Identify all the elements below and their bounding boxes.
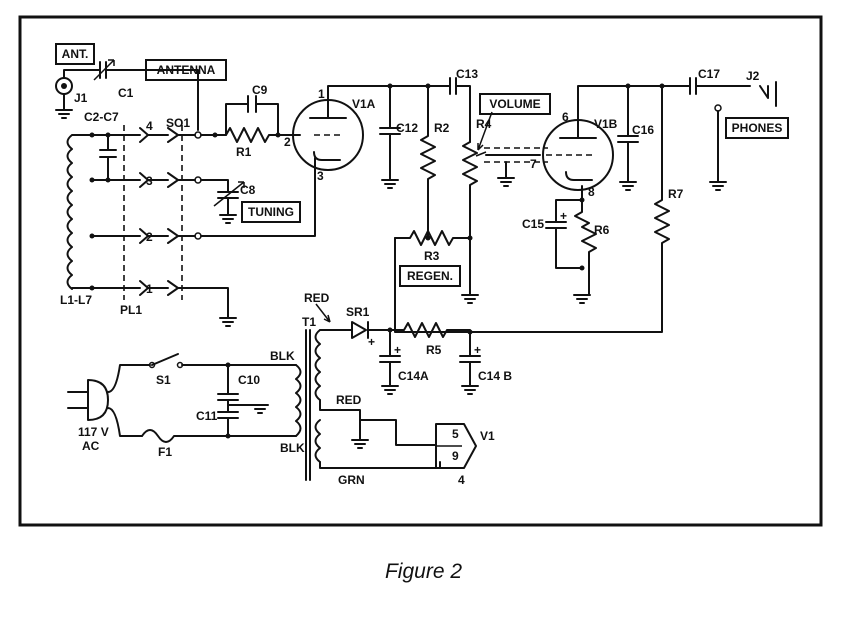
diagram-frame: [18, 15, 823, 527]
label-v1: V1: [480, 429, 495, 443]
label-r2: R2: [434, 121, 450, 135]
label-antenna: ANTENNA: [112, 59, 227, 81]
capacitor-c8: [213, 181, 245, 224]
svg-text:ANT.: ANT.: [62, 47, 89, 61]
socket-so1-lines: [177, 131, 316, 327]
label-c12: C12: [396, 121, 418, 135]
potentiometer-r4: [461, 111, 493, 304]
label-volume: VOLUME: [479, 93, 551, 115]
label-regen: REGEN.: [399, 265, 461, 287]
label-r1: R1: [236, 145, 252, 159]
label-r6: R6: [594, 223, 610, 237]
label-sr1: SR1: [346, 305, 370, 319]
label-blk2: BLK: [280, 441, 305, 455]
switch-s1: [148, 353, 297, 369]
svg-text:REGEN.: REGEN.: [407, 269, 453, 283]
plug-pl1-lines: [89, 125, 183, 300]
svg-text:VOLUME: VOLUME: [489, 97, 540, 111]
label-plus-c14a: +: [394, 343, 401, 357]
fuse-f1: [141, 429, 297, 443]
label-red2: RED: [336, 393, 362, 407]
label-pin1: 1: [146, 282, 153, 296]
svg-text:ANTENNA: ANTENNA: [157, 63, 216, 77]
output-c17-j2: [689, 77, 777, 191]
label-v1-pin5: 5: [452, 427, 459, 441]
label-t1: T1: [302, 315, 316, 329]
resistor-r1-capacitor-c9: [212, 95, 291, 143]
label-c14a: C14A: [398, 369, 429, 383]
label-c17: C17: [698, 67, 720, 81]
label-r7: R7: [668, 187, 684, 201]
label-r5: R5: [426, 343, 442, 357]
label-ant: ANT.: [55, 43, 95, 65]
label-v1b-pin8: 8: [588, 185, 595, 199]
label-f1: F1: [158, 445, 172, 459]
label-pl1: PL1: [120, 303, 142, 317]
tube-v1b: [542, 85, 691, 201]
label-plus-c15: +: [560, 209, 567, 223]
capacitor-c16: [617, 83, 639, 191]
tube-v1a: [289, 85, 383, 171]
label-s1: S1: [156, 373, 171, 387]
label-pin3: 3: [146, 174, 153, 188]
label-tuning: TUNING: [241, 201, 301, 223]
coil-l1-l7: [66, 134, 93, 290]
label-plus-sr1: +: [368, 335, 375, 349]
label-pin4: 4: [146, 119, 153, 133]
resistor-r7: [469, 83, 670, 333]
label-plus-c14b: +: [474, 343, 481, 357]
label-v1-pin4: 4: [458, 473, 465, 487]
label-117v: 117 V: [78, 425, 109, 439]
label-r4: R4: [476, 117, 492, 131]
label-c11: C11: [196, 409, 218, 423]
shielded-grid-lead: [484, 147, 548, 187]
figure-caption: Figure 2: [384, 560, 463, 583]
cathode-c15-r6: [545, 197, 597, 304]
capacitor-c2-c7: [99, 132, 117, 183]
label-c15: C15: [522, 217, 544, 231]
label-r3: R3: [424, 249, 440, 263]
label-c1: C1: [118, 86, 134, 100]
label-c14b: C14 B: [478, 369, 512, 383]
svg-text:PHONES: PHONES: [732, 121, 783, 135]
svg-text:TUNING: TUNING: [248, 205, 294, 219]
plate-network: [379, 77, 471, 239]
label-pin2: 2: [146, 230, 153, 244]
label-c8: C8: [240, 183, 256, 197]
filter-c14-r5: [379, 322, 481, 395]
label-v1b-pin6: 6: [562, 110, 569, 124]
label-grn: GRN: [338, 473, 365, 487]
heater-v1: [435, 423, 477, 469]
antenna-jack-j1: [55, 69, 101, 119]
label-so1: SO1: [166, 116, 190, 130]
label-v1a-pin2: 2: [284, 135, 291, 149]
label-l1-l7: L1-L7: [60, 293, 92, 307]
transformer-t1: [295, 303, 441, 481]
label-v1a-pin1: 1: [318, 87, 325, 101]
power-plug: [67, 364, 151, 437]
label-v1a: V1A: [352, 97, 376, 111]
label-v1b-pin7: 7: [530, 157, 537, 171]
label-ac: AC: [82, 439, 100, 453]
label-v1b: V1B: [594, 117, 618, 131]
label-j2: J2: [746, 69, 760, 83]
label-c9: C9: [252, 83, 268, 97]
label-c10: C10: [238, 373, 260, 387]
label-v1-pin9: 9: [452, 449, 459, 463]
label-c16: C16: [632, 123, 654, 137]
label-v1a-pin3: 3: [317, 169, 324, 183]
label-c13: C13: [456, 67, 478, 81]
label-red1: RED: [304, 291, 330, 305]
label-phones: PHONES: [725, 117, 789, 139]
capacitors-c10-c11: [217, 362, 269, 439]
label-j1: J1: [74, 91, 88, 105]
rectifier-sr1: [345, 321, 389, 339]
label-blk1: BLK: [270, 349, 295, 363]
label-c2-c7: C2-C7: [84, 110, 119, 124]
